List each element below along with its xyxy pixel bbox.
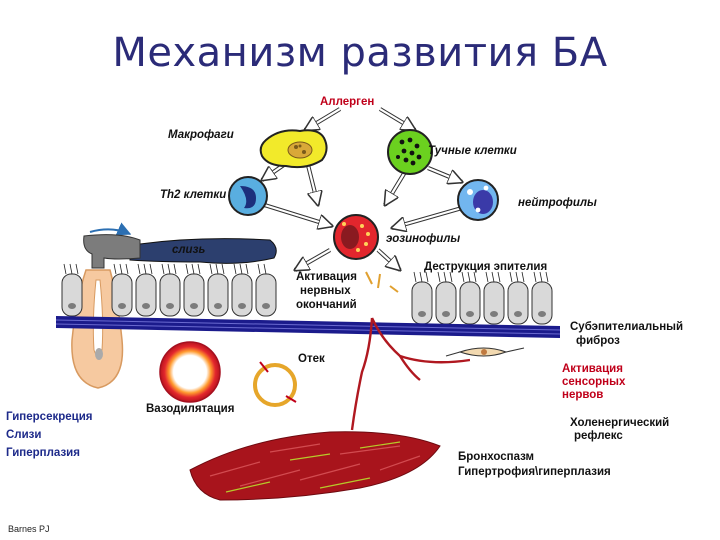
epithelium-left-nuclei [68,303,270,309]
label-vasodilation: Вазодилятация [146,403,235,415]
label-cholinergic-2: рефлекс [574,430,623,442]
label-th2-cells: Th2 клетки [160,189,227,201]
label-eosinophils: эозинофилы [386,233,461,245]
label-hypersecretion-3: Гиперплазия [6,447,80,459]
label-cholinergic-1: Холенергический [570,417,670,429]
label-allergen: Аллерген [320,96,375,108]
epithelium-right [411,281,553,325]
smooth-muscle [189,431,441,501]
macrophage-cell [259,129,328,169]
label-sensory-3: нервов [562,389,604,401]
label-neutrophils: нейтрофилы [518,197,597,209]
label-sensory-2: сенсорных [562,376,626,388]
dilated-vessel [253,343,297,407]
label-bronchospasm-2: Гипертрофия\гиперплазия [458,466,611,478]
label-mast-cells: Тучные клетки [428,145,517,157]
blood-vessel [159,341,221,403]
label-nerve-activation-3: окончаний [296,299,357,311]
label-sensory-1: Активация [562,363,623,375]
label-hypersecretion-1: Гиперсекреция [6,411,93,423]
label-mucus: слизь [172,244,206,256]
eosinophil-cell [333,214,379,260]
mast-cell [387,129,433,175]
label-fibrosis-1: Субэпителиальный [570,321,684,333]
cilia-left [63,263,267,275]
neutrophil-cell [457,179,499,221]
th2-cell [228,176,268,216]
label-edema: Отек [298,353,325,365]
label-fibrosis-2: фиброз [576,335,620,347]
epithelium-left [61,273,277,317]
damaged-cells [365,271,399,293]
mucus-layer [89,222,277,264]
nerve-fibers [350,317,471,431]
cilia-right [413,271,549,283]
fibroblast [445,347,525,357]
label-hypersecretion-2: Слизи [6,429,42,441]
slide-title: Механизм развития БА [112,30,608,76]
label-nerve-activation-1: Активация [296,271,357,283]
sensory-nerve [429,351,561,441]
label-macrophages: Макрофаги [168,129,234,141]
label-bronchospasm-1: Бронхоспазм [458,451,535,463]
basement-membrane [55,316,561,338]
label-nerve-activation-2: нервных [300,285,351,297]
epithelium-right-nuclei [418,311,546,317]
source-credit: Barnes PJ [8,524,50,534]
label-epithelial-destruction: Деструкция эпителия [424,261,548,273]
